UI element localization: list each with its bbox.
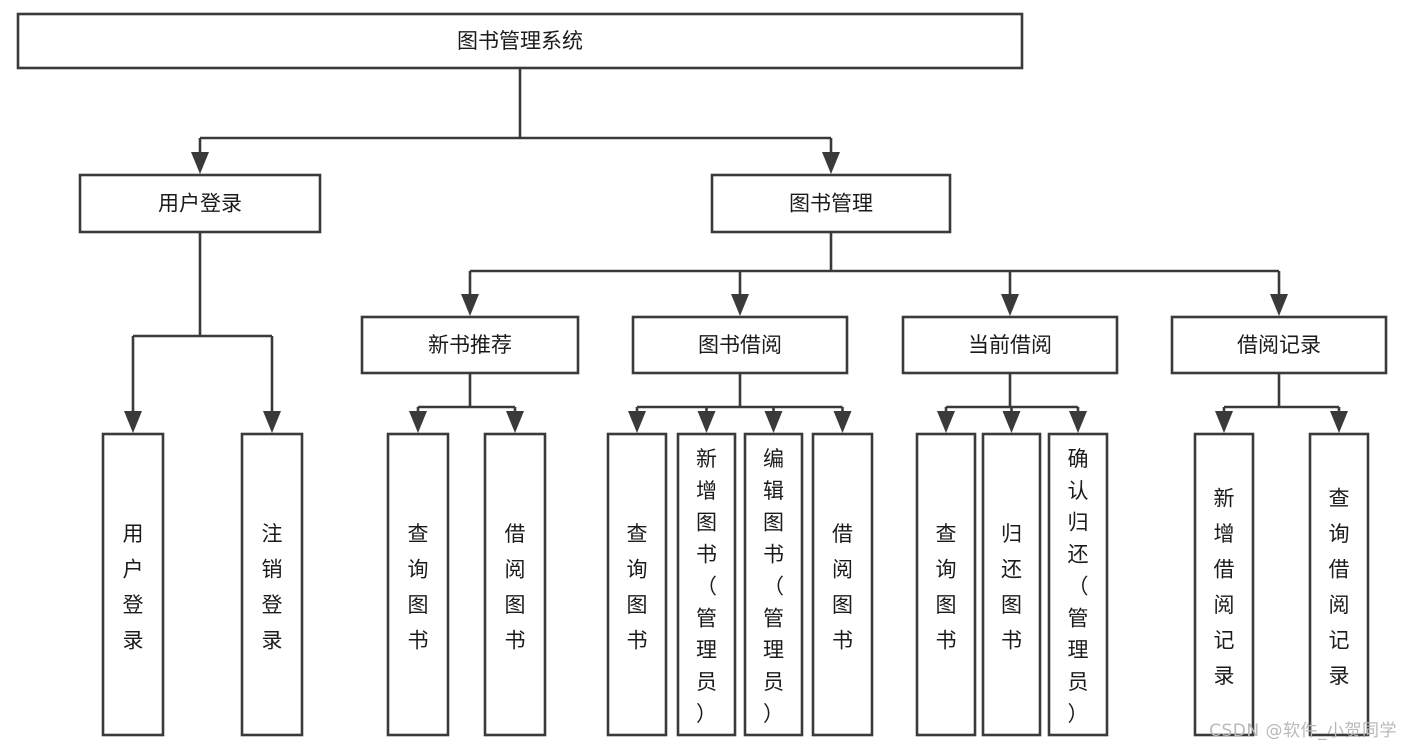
node-book-borrow[interactable]: 图书借阅 (631, 315, 849, 375)
node-leaf-add-record[interactable]: 新增借阅记录 (1193, 432, 1255, 737)
connector-layer (124, 68, 1348, 433)
node-label: 归还图书 (1001, 522, 1022, 653)
node-label: 当前借阅 (968, 333, 1052, 357)
node-label: 图书管理 (789, 192, 873, 216)
node-leaf-edit-book[interactable]: 编辑图书（管理员） (743, 432, 804, 737)
node-label: 用户登录 (123, 522, 144, 653)
node-leaf-return-book[interactable]: 归还图书 (981, 432, 1042, 737)
node-label: 图书借阅 (698, 333, 782, 357)
node-leaf-confirm-return[interactable]: 确认归还（管理员） (1047, 432, 1109, 737)
node-label: 借阅图书 (505, 522, 526, 653)
connector-group-book_borrow (628, 373, 852, 433)
node-label: 新增借阅记录 (1214, 487, 1235, 689)
node-current-borrow[interactable]: 当前借阅 (901, 315, 1119, 375)
node-leaf-query-book-1[interactable]: 查询图书 (386, 432, 450, 737)
node-root[interactable]: 图书管理系统 (16, 12, 1024, 70)
node-new-book-rec[interactable]: 新书推荐 (360, 315, 580, 375)
connector-group-borrow_record (1215, 373, 1348, 433)
node-borrow-record[interactable]: 借阅记录 (1170, 315, 1388, 375)
node-leaf-borrow-book-2[interactable]: 借阅图书 (811, 432, 874, 737)
watermark: CSDN @软件_小贺同学 (1209, 721, 1397, 741)
node-leaf-query-record[interactable]: 查询借阅记录 (1308, 432, 1370, 737)
node-label: 新增图书（管理员） (696, 447, 717, 726)
node-label: 查询图书 (408, 522, 429, 653)
node-label: 用户登录 (158, 192, 242, 216)
node-leaf-query-book-3[interactable]: 查询图书 (915, 432, 977, 737)
node-label: 注销登录 (262, 522, 283, 653)
connector-group-book_manage (461, 232, 1288, 316)
node-layer: 图书管理系统用户登录图书管理新书推荐图书借阅当前借阅借阅记录用户登录注销登录查询… (16, 12, 1388, 737)
node-label: 编辑图书（管理员） (763, 447, 784, 726)
node-label: 借阅记录 (1237, 333, 1321, 357)
node-leaf-logout[interactable]: 注销登录 (240, 432, 304, 737)
node-label: 查询借阅记录 (1329, 487, 1350, 689)
node-leaf-user-login[interactable]: 用户登录 (101, 432, 165, 737)
node-label: 新书推荐 (428, 333, 512, 357)
node-leaf-add-book[interactable]: 新增图书（管理员） (676, 432, 737, 737)
connector-group-root (191, 68, 840, 174)
node-leaf-query-book-2[interactable]: 查询图书 (606, 432, 668, 737)
node-label: 查询图书 (627, 522, 648, 653)
node-book-manage[interactable]: 图书管理 (710, 173, 952, 234)
node-leaf-borrow-book-1[interactable]: 借阅图书 (483, 432, 547, 737)
node-label: 查询图书 (936, 522, 957, 653)
connector-group-new_book_rec (409, 373, 524, 433)
node-label: 借阅图书 (832, 522, 853, 653)
connector-group-current_borrow (937, 373, 1087, 433)
node-label: 确认归还（管理员） (1068, 447, 1089, 726)
node-user-login[interactable]: 用户登录 (78, 173, 322, 234)
node-label: 图书管理系统 (457, 29, 583, 53)
connector-group-user_login (124, 232, 281, 433)
